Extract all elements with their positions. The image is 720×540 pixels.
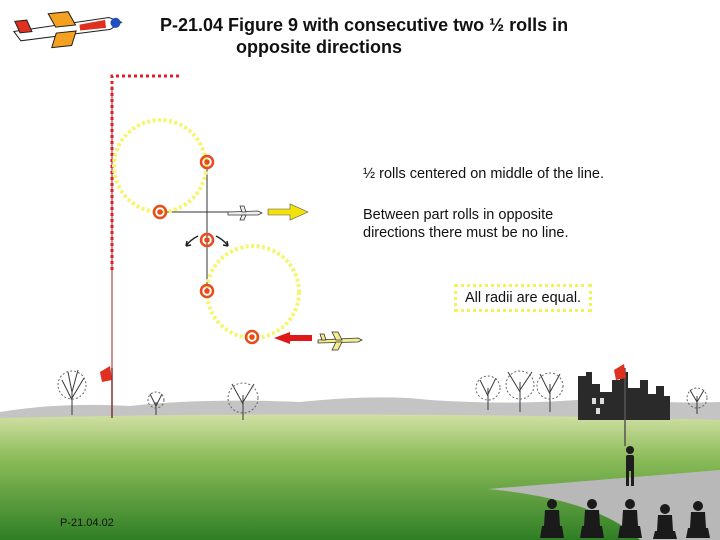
tree-icon [505, 370, 535, 412]
tree-icon [536, 372, 564, 412]
tree-icon [147, 391, 165, 415]
judge-icon [686, 501, 710, 538]
roll-marker-icon [199, 283, 215, 299]
title-line-2: opposite directions [236, 37, 403, 57]
pilot-icon [626, 446, 634, 486]
rolls-centered-note: ½ rolls centered on middle of the line. [363, 166, 604, 182]
plane-icon [227, 205, 263, 221]
between-rolls-line-1: Between part rolls in opposite [363, 207, 554, 223]
page-title: P-21.04 Figure 9 with consecutive two ½ … [150, 14, 670, 58]
roll-marker-icon [199, 154, 215, 170]
tree-icon [475, 375, 501, 410]
plane-icon [12, 11, 123, 49]
arrow-right-icon [267, 203, 309, 221]
castle-icon [578, 372, 670, 420]
roll-direction-arrows [185, 235, 229, 247]
tree-icon [227, 382, 259, 420]
radii-note: All radii are equal. [454, 284, 593, 312]
judge-icon [618, 499, 642, 538]
plane-icon [317, 331, 363, 351]
roll-marker-icon [199, 232, 215, 248]
flag-icon [614, 364, 626, 446]
footer-code: P-21.04.02 [60, 517, 114, 529]
vertical-line [110, 74, 180, 270]
judge-icon [653, 504, 677, 539]
tree-icon [57, 369, 87, 415]
between-rolls-note: Between part rolls in opposite direction… [363, 206, 643, 242]
between-rolls-line-2: directions there must be no line. [363, 225, 569, 241]
judge-icon [540, 499, 564, 538]
grass-field [0, 414, 720, 540]
arrow-left-icon [274, 332, 312, 344]
judge-icon [580, 499, 604, 538]
roll-marker-icon [244, 329, 260, 345]
title-line-1: P-21.04 Figure 9 with consecutive two ½ … [160, 15, 569, 35]
roll-marker-icon [152, 204, 168, 220]
tree-icon [686, 387, 708, 414]
